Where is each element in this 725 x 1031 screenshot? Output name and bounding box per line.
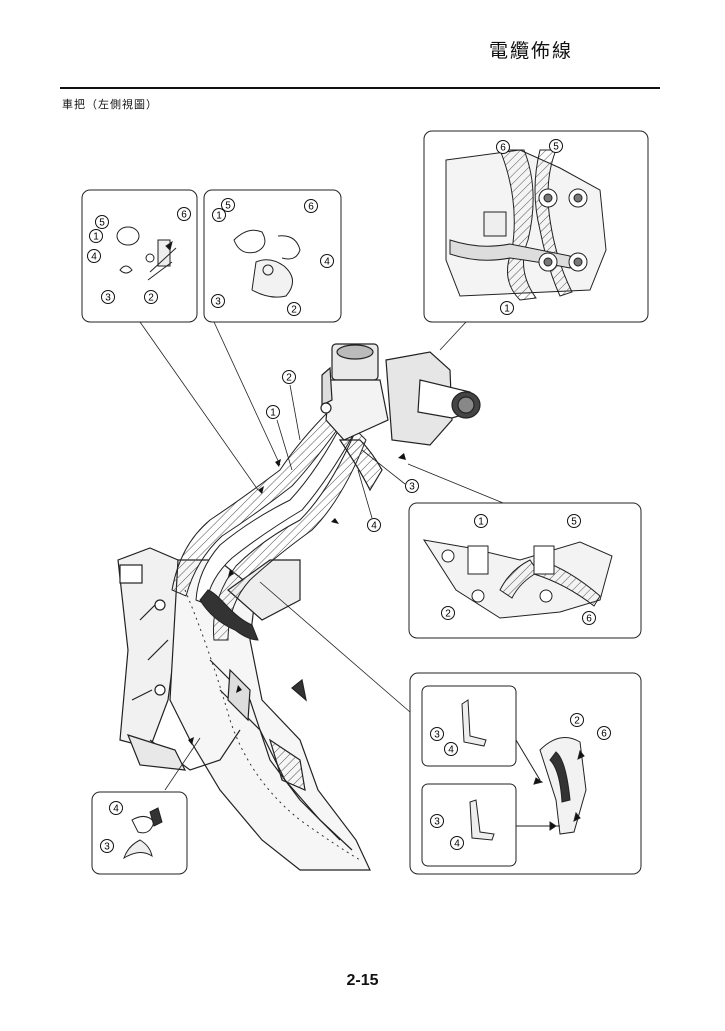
callout-2: 2 <box>144 290 158 304</box>
callout-4: 4 <box>444 742 458 756</box>
callout-1: 1 <box>89 229 103 243</box>
callout-5: 5 <box>567 514 581 528</box>
page-number: 2-15 <box>346 972 379 989</box>
svg-text:5: 5 <box>571 517 577 528</box>
callout-6: 6 <box>177 207 191 221</box>
callout-4: 4 <box>367 518 381 532</box>
callout-2: 2 <box>282 370 296 384</box>
inset-lower-bracket <box>408 502 642 639</box>
svg-text:4: 4 <box>371 521 377 532</box>
section-caption: 車把（左側視圖） <box>62 98 158 111</box>
svg-text:6: 6 <box>308 202 314 213</box>
callout-4: 4 <box>87 249 101 263</box>
inset-frame-clamp <box>91 791 188 875</box>
svg-text:2: 2 <box>148 293 154 304</box>
svg-text:6: 6 <box>601 729 607 740</box>
svg-text:4: 4 <box>91 252 97 263</box>
svg-text:1: 1 <box>93 232 99 243</box>
page-title: 電纜佈線 <box>488 40 573 62</box>
callout-3: 3 <box>430 814 444 828</box>
callout-1: 1 <box>474 514 488 528</box>
svg-text:1: 1 <box>478 517 484 528</box>
callout-4: 4 <box>450 836 464 850</box>
svg-text:1: 1 <box>216 211 222 222</box>
svg-text:2: 2 <box>574 716 580 727</box>
svg-text:4: 4 <box>113 804 119 815</box>
callout-1: 1 <box>500 301 514 315</box>
svg-text:2: 2 <box>286 373 292 384</box>
svg-text:3: 3 <box>105 293 111 304</box>
callouts: 5 1 6 4 3 2 5 1 6 4 3 2 6 5 1 2 1 3 4 1 … <box>87 139 611 853</box>
svg-text:5: 5 <box>553 142 559 153</box>
inset-lever-clamps <box>409 672 642 875</box>
svg-text:2: 2 <box>445 609 451 620</box>
callout-6: 6 <box>496 140 510 154</box>
svg-text:3: 3 <box>215 297 221 308</box>
callout-6: 6 <box>597 726 611 740</box>
cable-bundle <box>171 409 367 641</box>
handlebar-controls <box>320 343 481 492</box>
svg-text:1: 1 <box>504 304 510 315</box>
svg-text:5: 5 <box>99 218 105 229</box>
callout-1: 1 <box>212 208 226 222</box>
callout-5: 5 <box>221 198 235 212</box>
svg-text:6: 6 <box>181 210 187 221</box>
callout-4: 4 <box>109 801 123 815</box>
callout-2: 2 <box>441 606 455 620</box>
svg-text:3: 3 <box>434 730 440 741</box>
callout-3: 3 <box>405 479 419 493</box>
callout-5: 5 <box>95 215 109 229</box>
callout-6: 6 <box>582 611 596 625</box>
svg-text:2: 2 <box>291 305 297 316</box>
callout-3: 3 <box>430 727 444 741</box>
svg-text:4: 4 <box>454 839 460 850</box>
callout-6: 6 <box>304 199 318 213</box>
callout-3: 3 <box>101 290 115 304</box>
callout-2: 2 <box>287 302 301 316</box>
callout-2: 2 <box>570 713 584 727</box>
inset-clamp-b <box>203 189 342 323</box>
svg-text:4: 4 <box>448 745 454 756</box>
callout-3: 3 <box>100 839 114 853</box>
callout-5: 5 <box>549 139 563 153</box>
header-rule <box>60 87 660 89</box>
svg-text:3: 3 <box>409 482 415 493</box>
leader-lines <box>139 321 509 791</box>
inset-upper-bracket <box>423 130 649 323</box>
clamp-arrows <box>188 453 406 745</box>
svg-text:1: 1 <box>270 408 276 419</box>
svg-text:5: 5 <box>225 201 231 212</box>
callout-1: 1 <box>266 405 280 419</box>
svg-text:4: 4 <box>324 257 330 268</box>
svg-text:3: 3 <box>104 842 110 853</box>
inset-clamp-a <box>81 189 198 323</box>
svg-text:6: 6 <box>586 614 592 625</box>
frame-dotted-line <box>184 589 361 861</box>
svg-text:3: 3 <box>434 817 440 828</box>
callout-4: 4 <box>320 254 334 268</box>
callout-3: 3 <box>211 294 225 308</box>
svg-text:6: 6 <box>500 143 506 154</box>
